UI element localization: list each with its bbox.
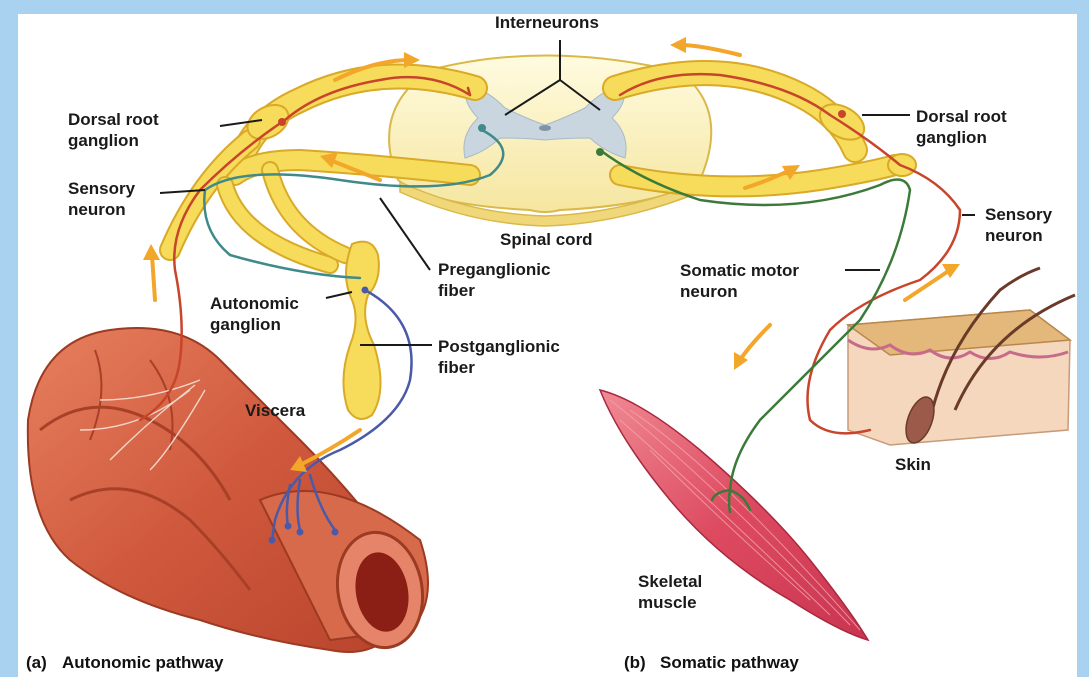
label-postganglionic-2: fiber: [438, 358, 475, 377]
label-postganglionic-1: Postganglionic: [438, 337, 560, 356]
label-preganglionic-2: fiber: [438, 281, 475, 300]
label-sensory-left-1: Sensory: [68, 179, 136, 198]
label-sensory-right-2: neuron: [985, 226, 1043, 245]
label-viscera: Viscera: [245, 401, 306, 420]
frame-right: [1077, 0, 1089, 677]
label-dorsal-root-right-1: Dorsal root: [916, 107, 1007, 126]
label-skeletal-muscle-1: Skeletal: [638, 572, 702, 591]
label-dorsal-root-left-2: ganglion: [68, 131, 139, 150]
label-somatic-motor-2: neuron: [680, 282, 738, 301]
frame-top: [0, 0, 1089, 14]
label-spinal-cord: Spinal cord: [500, 230, 593, 249]
label-autonomic-ganglion-2: ganglion: [210, 315, 281, 334]
label-sensory-left-2: neuron: [68, 200, 126, 219]
label-skin: Skin: [895, 455, 931, 474]
caption-b-letter: (b): [624, 653, 646, 672]
label-preganglionic-1: Preganglionic: [438, 260, 550, 279]
autonomic-ganglion-shape: [343, 242, 380, 419]
captions: (a) Autonomic pathway (b) Somatic pathwa…: [26, 653, 799, 672]
caption-a-letter: (a): [26, 653, 47, 672]
label-interneurons: Interneurons: [495, 13, 599, 32]
label-dorsal-root-left-1: Dorsal root: [68, 110, 159, 129]
label-autonomic-ganglion-1: Autonomic: [210, 294, 299, 313]
label-skeletal-muscle-2: muscle: [638, 593, 697, 612]
label-dorsal-root-right-2: ganglion: [916, 128, 987, 147]
caption-b-text: Somatic pathway: [660, 653, 799, 672]
label-sensory-right-1: Sensory: [985, 205, 1053, 224]
frame-left: [0, 0, 18, 677]
label-somatic-motor-1: Somatic motor: [680, 261, 799, 280]
caption-a-text: Autonomic pathway: [62, 653, 224, 672]
